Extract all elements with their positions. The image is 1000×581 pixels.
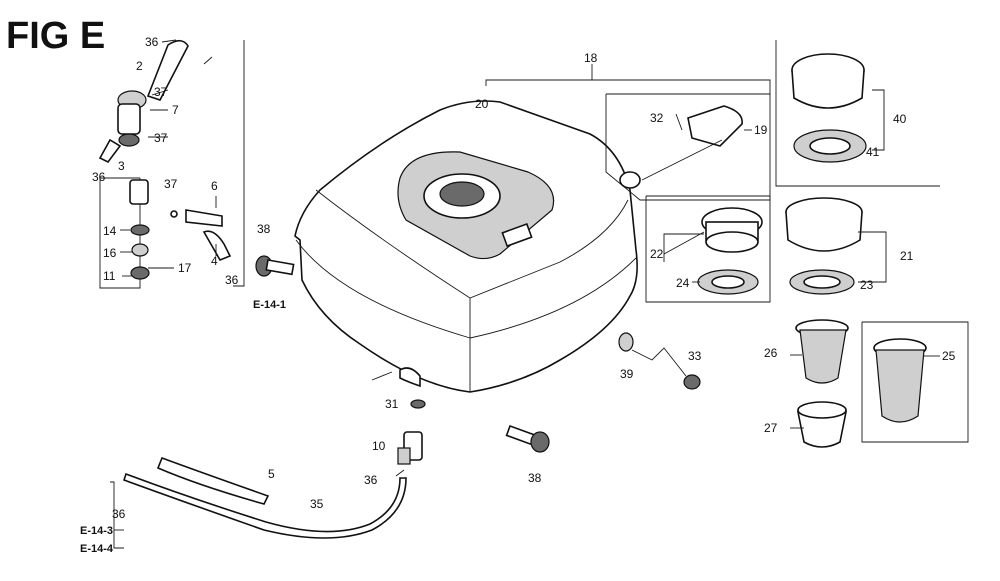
callouts: 36 2 37 7 37 3 36 37 6 14 16 4 11 17 36 …: [80, 35, 956, 555]
fuel-tank-20: [294, 100, 638, 393]
callout-6: 6: [211, 179, 218, 193]
bolt-38-lower: [505, 424, 550, 453]
callout-36b: 36: [92, 170, 106, 184]
callout-37b: 37: [154, 131, 168, 145]
callout-37c: 37: [164, 177, 178, 191]
fuel-gauge-window: [501, 222, 533, 248]
strainer-group: [795, 319, 969, 448]
callout-25: 25: [942, 349, 956, 363]
callout-2: 2: [136, 59, 143, 73]
screw-32: [675, 113, 683, 131]
callout-19: 19: [754, 123, 768, 137]
cap-21-group: [785, 197, 887, 295]
fuel-valve-group: [98, 39, 245, 289]
callout-38a: 38: [257, 222, 271, 236]
callout-33: 33: [688, 349, 702, 363]
callout-16: 16: [103, 246, 117, 260]
hose-35: [122, 472, 407, 539]
callout-10: 10: [372, 439, 386, 453]
callout-20: 20: [475, 97, 489, 111]
washer-39: [618, 332, 634, 352]
callout-41: 41: [866, 145, 880, 159]
ref-e-14-1: E-14-1: [253, 299, 286, 311]
oring-14: [130, 224, 150, 236]
callout-21: 21: [900, 249, 914, 263]
ref-e-14-4: E-14-4: [80, 543, 114, 555]
callout-40: 40: [893, 112, 907, 126]
callout-17: 17: [178, 261, 192, 275]
fuel-gauge-box: [605, 93, 771, 201]
callout-36d: 36: [364, 473, 378, 487]
callout-4: 4: [211, 254, 218, 268]
callout-36e: 36: [112, 507, 126, 521]
hose-3: [98, 138, 122, 164]
callout-26: 26: [764, 346, 778, 360]
callout-7: 7: [172, 103, 179, 117]
filter-16: [131, 243, 149, 257]
callout-37a: 37: [154, 85, 168, 99]
callout-24: 24: [676, 276, 690, 290]
hose-5: [156, 456, 270, 505]
callout-14: 14: [103, 224, 117, 238]
callout-32: 32: [650, 111, 664, 125]
figure-title: FIG E: [6, 15, 105, 57]
callout-5: 5: [268, 467, 275, 481]
callout-38b: 38: [528, 471, 542, 485]
strainer-26: [799, 329, 847, 384]
callout-18: 18: [584, 51, 598, 65]
cap-box: [645, 195, 771, 303]
gasket-31: [410, 399, 426, 409]
nut-33: [683, 374, 701, 390]
callout-31: 31: [385, 397, 399, 411]
clip-37: [170, 210, 178, 218]
strainer-body: [129, 179, 149, 205]
callout-35: 35: [310, 497, 324, 511]
callout-23: 23: [860, 278, 874, 292]
cup-11: [130, 266, 150, 280]
callout-36c: 36: [225, 273, 239, 287]
callout-3: 3: [118, 159, 125, 173]
drain-valve-10: [395, 399, 426, 477]
callout-22: 22: [650, 247, 664, 261]
bolt-38-upper: [255, 255, 295, 277]
cap-box-right: [775, 40, 940, 187]
callout-39: 39: [620, 367, 634, 381]
callout-27: 27: [764, 421, 778, 435]
fuel-gauge-19: [687, 105, 743, 147]
hose-6: [185, 209, 223, 227]
hose-4: [202, 230, 232, 262]
callout-11: 11: [103, 269, 116, 283]
strainer-25: [875, 349, 925, 423]
callout-36a: 36: [145, 35, 159, 49]
ref-e-14-3: E-14-3: [80, 525, 113, 537]
